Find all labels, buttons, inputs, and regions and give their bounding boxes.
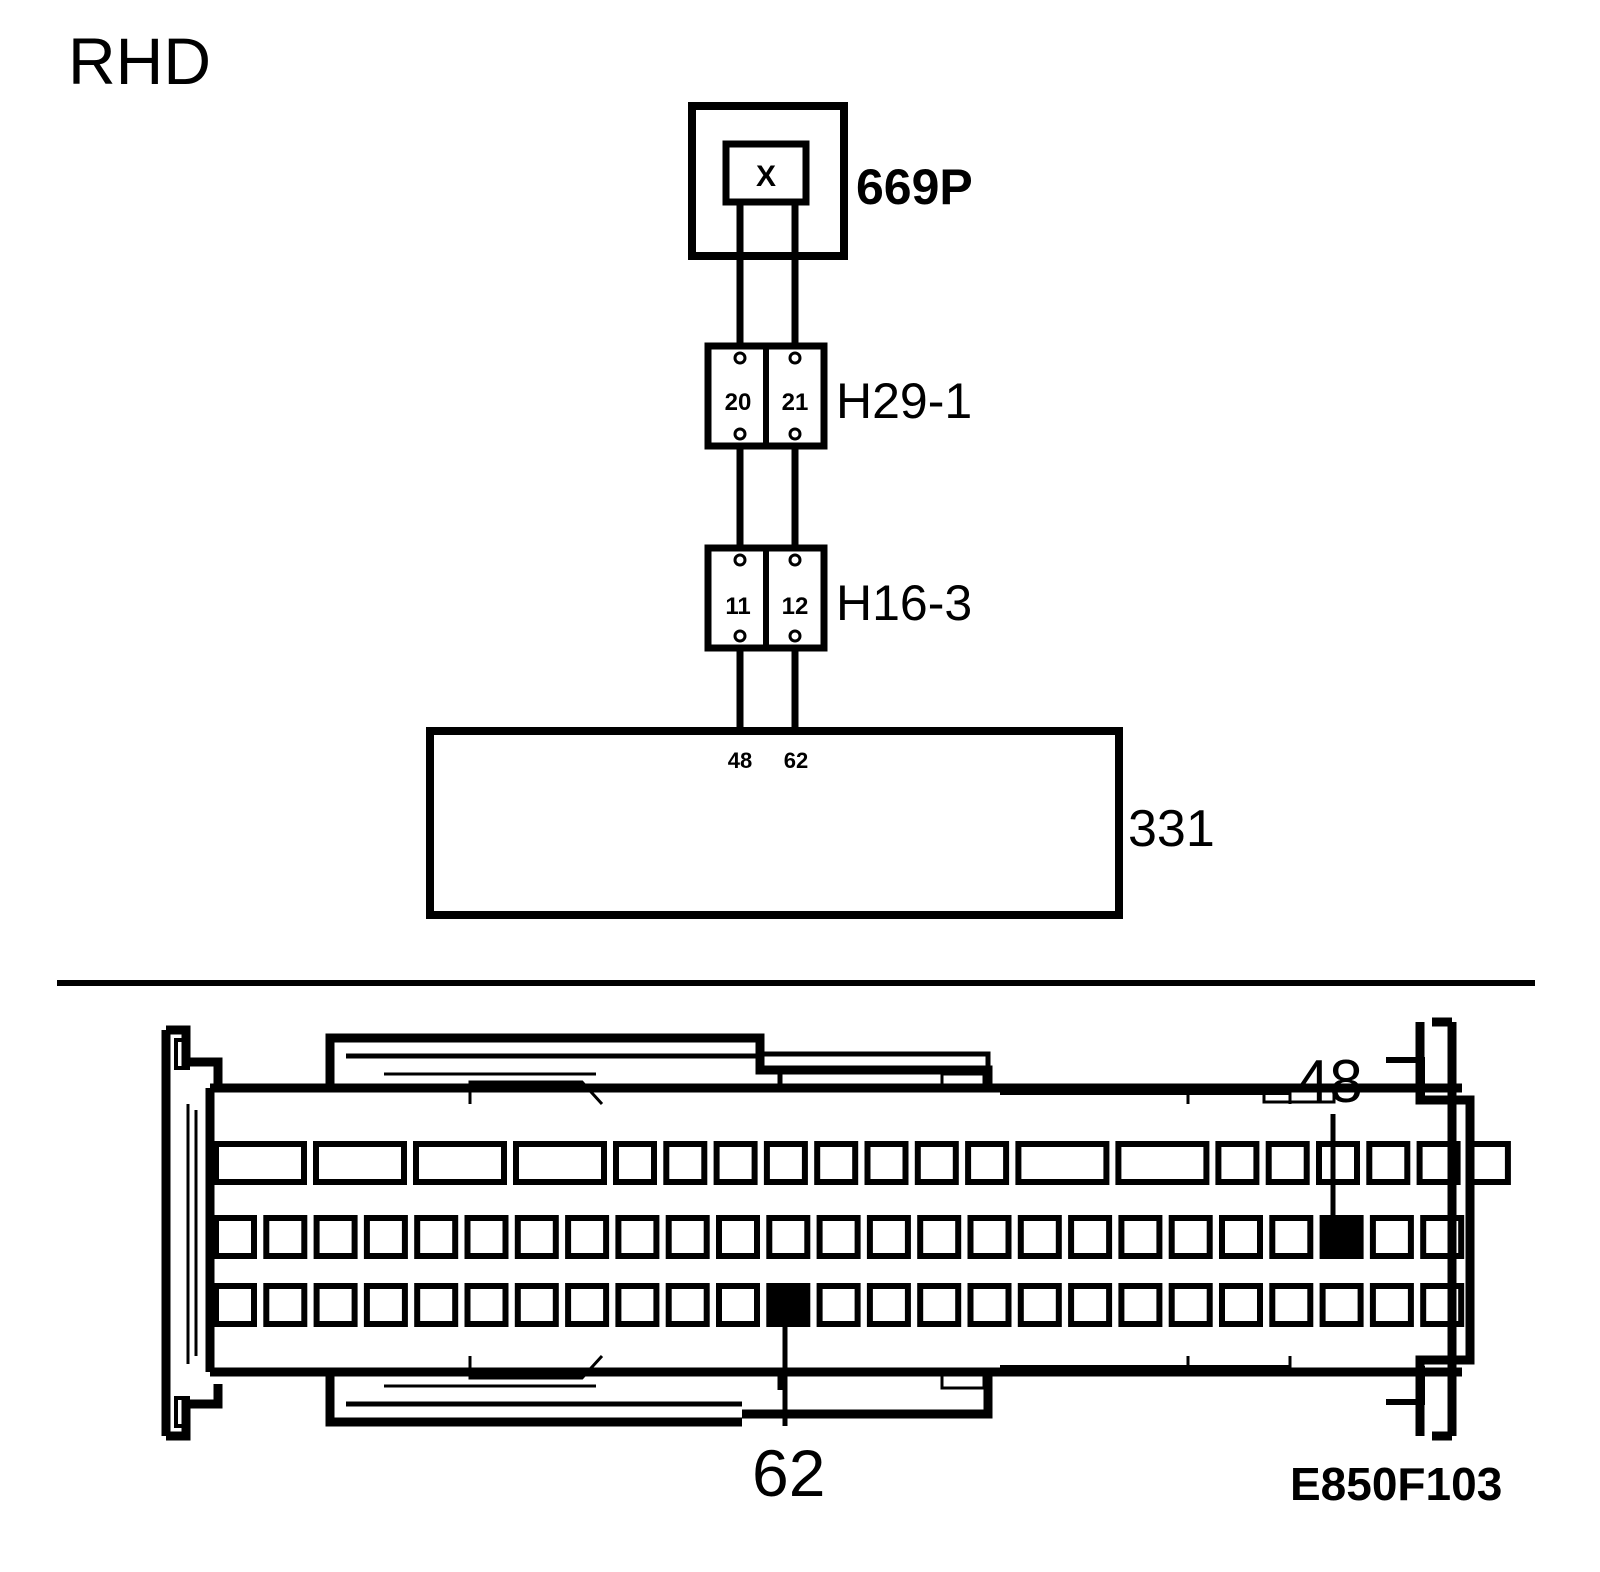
terminal-cavity xyxy=(967,1283,1012,1327)
terminal-cavity xyxy=(414,1283,459,1327)
terminal-cavity xyxy=(763,1141,808,1185)
connector-h29-1: 20 21 xyxy=(704,342,828,450)
terminal-cavity xyxy=(1316,1141,1360,1185)
terminal-cavity xyxy=(1068,1283,1113,1327)
terminal-cavity xyxy=(363,1215,408,1259)
terminal-cavity xyxy=(766,1215,811,1259)
terminal-cavity xyxy=(1215,1141,1260,1185)
terminal-cavity xyxy=(1466,1141,1511,1185)
terminal-cavity xyxy=(914,1141,959,1185)
module-label: 331 xyxy=(1128,800,1215,858)
terminal-cavity xyxy=(363,1283,408,1327)
terminal-cavity xyxy=(565,1283,610,1327)
terminal-cavity xyxy=(1068,1215,1113,1259)
terminal-cavity xyxy=(917,1215,962,1259)
terminal-cavity xyxy=(414,1215,459,1259)
terminal-cavity xyxy=(967,1215,1012,1259)
terminal-cavity xyxy=(866,1283,911,1327)
sensor-669p: X xyxy=(688,102,848,260)
h16-3-pin-12: 12 xyxy=(782,593,809,620)
terminal-cavity xyxy=(816,1283,861,1327)
terminal-cavity xyxy=(1017,1283,1062,1327)
terminal-cavity xyxy=(615,1215,660,1259)
terminal-cavity xyxy=(1219,1283,1263,1327)
terminal-cavity xyxy=(1420,1215,1465,1259)
terminal-cavity xyxy=(313,1141,407,1185)
h29-1-pin-20: 20 xyxy=(725,389,752,416)
terminal-cavity xyxy=(1369,1215,1414,1259)
figure-id: E850F103 xyxy=(1290,1458,1502,1510)
h16-3-pin-11: 11 xyxy=(725,593,750,620)
terminal-cavity xyxy=(665,1283,710,1327)
terminal-cavity xyxy=(514,1283,559,1327)
terminal-cavity xyxy=(413,1141,507,1185)
terminal-cavity xyxy=(213,1215,257,1259)
terminal-cavity xyxy=(1017,1215,1062,1259)
terminal-cavity xyxy=(513,1141,607,1185)
connector-h29-1-label: H29-1 xyxy=(836,373,972,429)
terminal-cavity xyxy=(213,1141,307,1185)
terminal-cavity xyxy=(665,1215,710,1259)
terminal-cavity xyxy=(716,1215,760,1259)
connector-face-view xyxy=(161,1017,1511,1441)
terminal-cavity xyxy=(663,1141,708,1185)
variant-label: RHD xyxy=(68,24,211,98)
terminal-cavity xyxy=(615,1283,660,1327)
terminal-cavity xyxy=(1319,1283,1364,1327)
callout-pin-62: 62 xyxy=(752,1436,825,1510)
terminal-cavity xyxy=(1168,1283,1213,1327)
terminal-cavity xyxy=(464,1283,509,1327)
terminal-cavity xyxy=(1115,1141,1210,1185)
terminal-cavity xyxy=(713,1141,758,1185)
terminal-cavity xyxy=(464,1215,509,1259)
terminal-cavity xyxy=(213,1283,257,1327)
module-pin-62: 62 xyxy=(784,748,808,773)
terminal-cavity-highlighted xyxy=(766,1283,811,1327)
terminal-cavity xyxy=(313,1283,358,1327)
connector-h16-3: 11 12 xyxy=(704,544,828,652)
terminal-cavity xyxy=(864,1141,909,1185)
terminal-cavity xyxy=(514,1215,559,1259)
terminal-cavity xyxy=(313,1215,358,1259)
terminal-cavity xyxy=(1269,1283,1314,1327)
terminal-cavity xyxy=(1265,1141,1310,1185)
module-331: 48 62 xyxy=(426,727,1123,919)
sensor-symbol: X xyxy=(756,160,776,193)
terminal-cavity xyxy=(1168,1215,1213,1259)
terminal-cavity xyxy=(814,1141,859,1185)
wires xyxy=(736,202,799,728)
terminal-cavity xyxy=(263,1283,308,1327)
terminal-cavity xyxy=(1366,1141,1411,1185)
terminal-cavity xyxy=(816,1215,861,1259)
callout-pin-48: 48 xyxy=(1296,1048,1363,1115)
connector-h16-3-label: H16-3 xyxy=(836,575,972,631)
terminal-cavity xyxy=(1118,1283,1163,1327)
terminal-cavity xyxy=(917,1283,962,1327)
terminal-cavity xyxy=(1269,1215,1314,1259)
terminal-cavity xyxy=(1015,1141,1110,1185)
terminal-cavity xyxy=(1118,1215,1163,1259)
sensor-label: 669P xyxy=(856,159,973,215)
terminal-cavity xyxy=(613,1141,657,1185)
terminal-cavity xyxy=(1219,1215,1263,1259)
terminal-cavity xyxy=(1416,1141,1461,1185)
terminal-cavity xyxy=(866,1215,911,1259)
terminal-cavity xyxy=(965,1141,1010,1185)
h29-1-pin-21: 21 xyxy=(782,389,809,416)
terminal-cavity xyxy=(263,1215,308,1259)
module-pin-48: 48 xyxy=(728,748,752,773)
terminal-cavity xyxy=(716,1283,760,1327)
terminal-cavity xyxy=(565,1215,610,1259)
terminal-cavity-highlighted xyxy=(1319,1215,1364,1259)
terminal-cavity xyxy=(1420,1283,1465,1327)
terminal-cavity xyxy=(1369,1283,1414,1327)
